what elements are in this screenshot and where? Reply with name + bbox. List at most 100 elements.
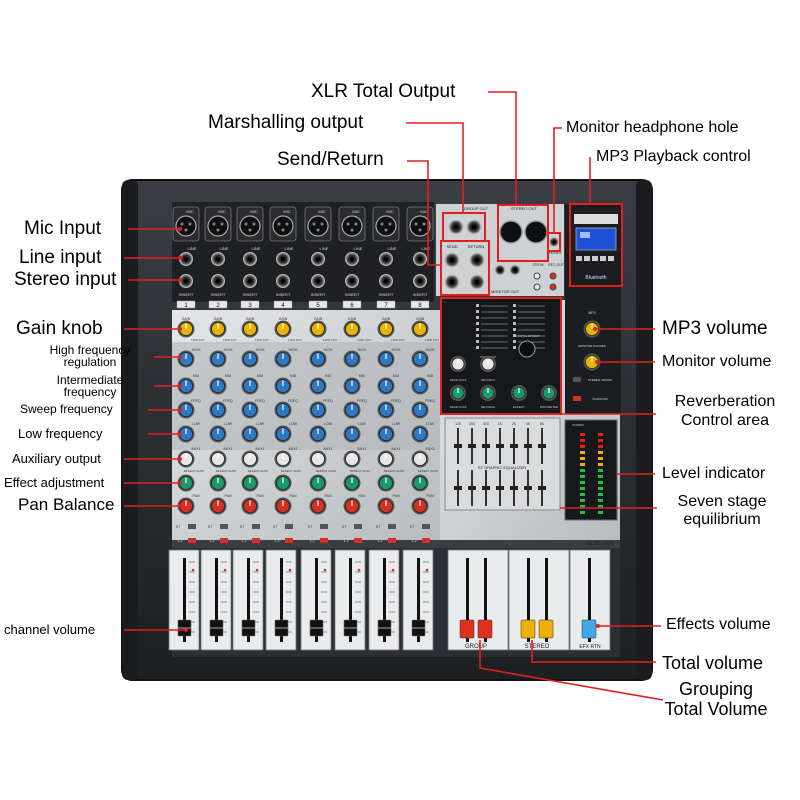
ch7-number-box <box>376 300 396 309</box>
ch4-12-switch <box>285 538 293 543</box>
ch6-insert-jack-hole <box>349 278 355 284</box>
stereo-xlr-right <box>524 220 548 244</box>
meter-led-l-12 <box>580 505 585 508</box>
ch5-line-jack-hole <box>315 256 321 262</box>
ch6-fader-dot <box>357 568 361 572</box>
ch1-pin-a <box>180 222 184 226</box>
ch6-pin-a <box>346 222 350 226</box>
ch2-st-text: ST <box>208 525 213 529</box>
bluetooth-text: Bluetooth <box>585 275 606 281</box>
meter-led-r-7 <box>598 475 603 478</box>
ch5-high-text: HIGH <box>324 348 333 352</box>
ch2-fader-dot <box>223 568 227 572</box>
ch6-number: 6 <box>350 303 354 309</box>
label-high-frequency: High frequency regulation <box>26 344 154 368</box>
ch5-pin-c <box>316 228 320 232</box>
graphic-eq-panel <box>444 417 561 511</box>
ch7-mic-text: MIC <box>386 209 393 214</box>
ch6-gain-text: GAIN <box>348 317 357 321</box>
mp3-button-1 <box>584 256 590 261</box>
eq-band-label-5: 4K <box>526 422 531 426</box>
ch6-fader-slot <box>349 558 352 642</box>
ch7-pan-text: PAN <box>393 494 400 498</box>
ch7-gain-text: GAIN <box>382 317 391 321</box>
eq-band-label-4: 2K <box>512 422 517 426</box>
eq-cap-bot-4 <box>510 486 518 490</box>
ch1-number: 1 <box>184 303 188 309</box>
ch7-fader-slot <box>383 558 386 642</box>
meter-led-l-6 <box>580 469 585 472</box>
stereo-fader-slot-r <box>545 558 548 642</box>
reverb-led-a-4 <box>476 328 479 331</box>
label-seven-stage-line1: Seven stage <box>677 493 767 510</box>
eq-band-label-2: 500 <box>483 422 489 426</box>
ch4-12-text: 1-2 <box>274 539 279 543</box>
stereo-group-text: STEREO GROUP <box>588 378 612 382</box>
rca-4 <box>549 283 557 291</box>
rec-out-text: REC OUT <box>548 263 565 267</box>
digital-effect-text: DIGITAL EFFECT <box>516 334 540 338</box>
eq-cap-bot-1 <box>468 486 476 490</box>
ch1-fader-dot <box>191 568 195 572</box>
ch8-insert-text: INSERT <box>413 292 428 297</box>
ch2-pin-c <box>216 228 220 232</box>
label-mp3-volume: MP3 volume <box>662 318 768 339</box>
reverb-led-b-5 <box>513 334 516 337</box>
meter-led-l-10 <box>580 493 585 496</box>
mp3-box <box>569 203 623 287</box>
mixer-right-side <box>636 180 652 680</box>
reverb-led-b-4 <box>513 328 516 331</box>
ch7-st-switch <box>388 524 396 529</box>
ch8-12-text: 1-2 <box>411 539 416 543</box>
efx-fader-label: EFX RTN <box>579 644 601 650</box>
stereo-xlr-left <box>499 220 523 244</box>
ch2-lowcut-text: LOW CUT <box>223 338 237 342</box>
meter-led-r-4 <box>598 457 603 460</box>
ch1-gain-text: GAIN <box>182 317 191 321</box>
mp3-usb-slot <box>580 232 590 238</box>
graphic-eq-text: ST GRAPHIC EQUALIZER <box>478 465 526 470</box>
ch2-number-box <box>208 300 228 309</box>
ch2-insert-jack-hole <box>215 278 221 284</box>
reverb-led-a-6 <box>476 340 479 343</box>
ch4-high-text: HIGH <box>289 348 298 352</box>
group-fader-slot-l <box>466 558 469 642</box>
eq-cap-bot-5 <box>524 486 532 490</box>
ch1-mic-text: MIC <box>186 209 193 214</box>
ch7-fader-dot <box>391 568 395 572</box>
reverb-led-b-0 <box>513 304 516 307</box>
label-reverberation-control-area: Reverberation Control area <box>660 394 790 429</box>
send-return-box <box>440 240 490 296</box>
ch5-insert-jack-hole <box>315 278 321 284</box>
ch6-insert-text: INSERT <box>345 292 360 297</box>
monitor-phones-text: MONITOR PHONES <box>578 344 606 348</box>
label-stereo-input: Stereo input <box>14 269 117 290</box>
ch2-fader-slot <box>215 558 218 642</box>
ch7-st-text: ST <box>376 525 381 529</box>
ch6-xlr-jack <box>341 215 363 237</box>
ch2-freq-text: FREQ <box>223 399 233 403</box>
ch5-mid-text: MID <box>325 374 332 378</box>
power-text: POWER <box>572 423 584 427</box>
ch4-pan-text: PAN <box>290 494 297 498</box>
ch7-low-text: LOW <box>392 422 401 426</box>
model-text: GLSD-7008 <box>587 541 614 547</box>
eq-cap-top-6 <box>538 444 546 448</box>
label-mp3-playback-control: MP3 Playback control <box>596 148 751 165</box>
ch1-lowcut-text: LOW CUT <box>191 338 205 342</box>
ch5-fader-dot <box>323 568 327 572</box>
send-jack-2-hole <box>449 279 455 285</box>
ch3-line-text: LINE <box>252 246 261 251</box>
label-mic-input: Mic Input <box>24 218 102 239</box>
meter-led-r-1 <box>598 439 603 442</box>
eq-cap-top-0 <box>454 444 462 448</box>
ch3-pan-text: PAN <box>257 494 264 498</box>
ch4-insert-text: INSERT <box>276 292 291 297</box>
label-intermediate-frequency-line2: frequency <box>63 385 117 399</box>
label-reverberation-line2: Control area <box>680 412 770 429</box>
phones-jack-hole <box>552 240 556 244</box>
two-tr-in-text: 2TR IN <box>532 263 544 267</box>
stereo-fader-cap-l <box>520 619 536 639</box>
eq-cap-top-4 <box>510 444 518 448</box>
